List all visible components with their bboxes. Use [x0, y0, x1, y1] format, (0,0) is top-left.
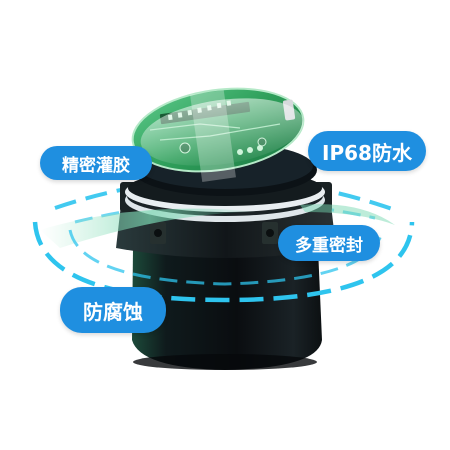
ip68-waterproof-label: IP68防水 [322, 140, 412, 165]
ip68-waterproof-badge: IP68防水 [308, 131, 426, 171]
precision-potting-label: 精密灌胶 [62, 155, 130, 176]
multi-seal-badge: 多重密封 [278, 225, 380, 261]
anti-corrosion-label: 防腐蚀 [83, 299, 143, 324]
multi-seal-label: 多重密封 [295, 235, 363, 256]
anti-corrosion-badge: 防腐蚀 [60, 287, 166, 333]
precision-potting-badge: 精密灌胶 [40, 146, 152, 180]
